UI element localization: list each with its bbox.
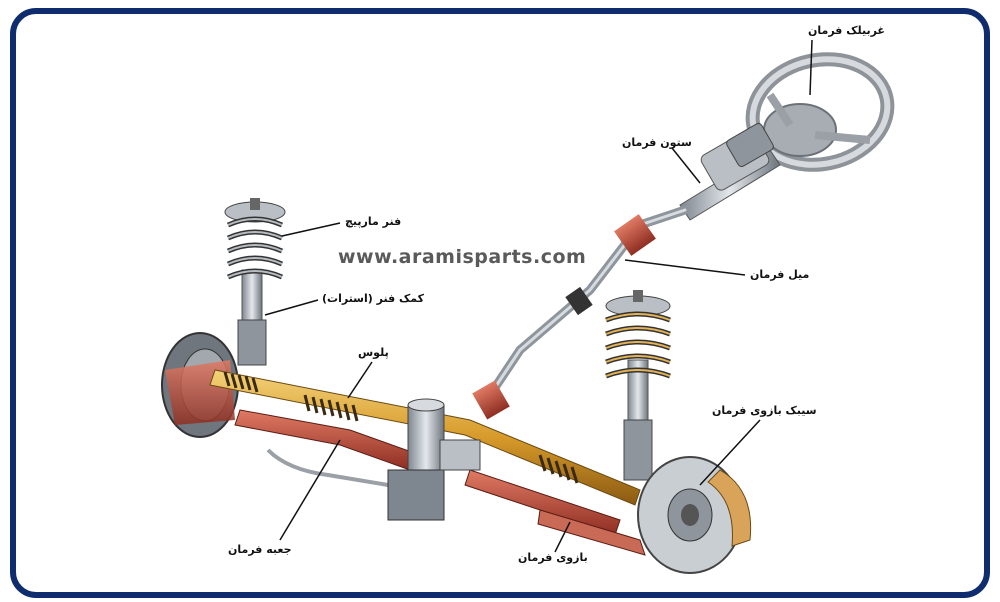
label-steering-shaft: میل فرمان <box>750 268 809 281</box>
label-steering-arm: بازوی فرمان <box>518 551 588 564</box>
label-coil-spring: فنر مارپیچ <box>345 215 401 228</box>
watermark: www.aramisparts.com <box>338 246 586 268</box>
label-shock-absorber: کمک فنر (استرات) <box>322 292 424 305</box>
label-tie-rod-end: سیبک بازوی فرمان <box>712 404 817 417</box>
right-brake-disc <box>638 457 751 573</box>
right-strut <box>606 290 670 480</box>
label-bellows: پلوس <box>358 346 389 359</box>
steering-column <box>680 122 780 220</box>
label-steering-box: جعبه فرمان <box>228 543 292 556</box>
label-steering-column: ستون فرمان <box>622 136 692 149</box>
label-steering-wheel: غربیلک فرمان <box>808 24 885 37</box>
left-strut <box>225 198 285 365</box>
